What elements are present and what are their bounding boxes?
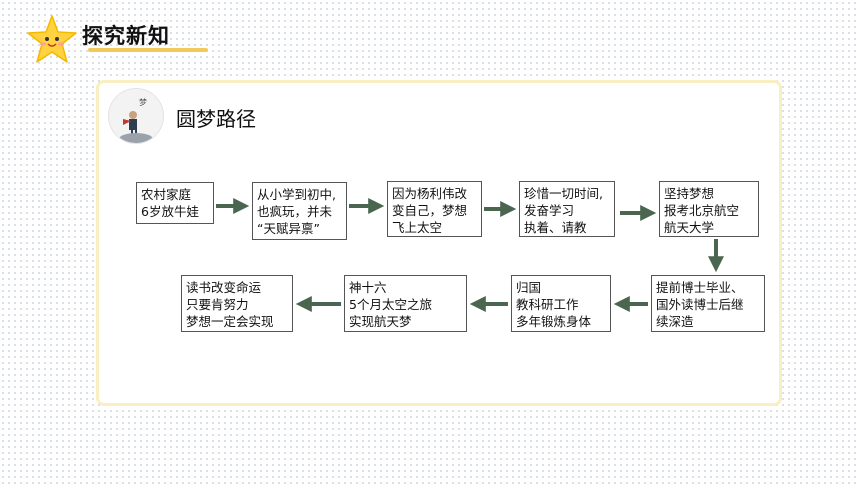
avatar: 梦 [108, 88, 164, 144]
astronaut-illustration-icon: 梦 [109, 89, 163, 143]
flow-step-1: 农村家庭 6岁放牛娃 [136, 182, 214, 224]
card-title: 圆梦路径 [176, 107, 256, 131]
star-mascot-icon [27, 15, 77, 63]
flow-step-3: 因为杨利伟改 变自己，梦想 飞上太空 [387, 181, 482, 237]
flow-step-6: 提前博士毕业、 国外读博士后继 续深造 [651, 275, 765, 332]
flow-step-2: 从小学到初中, 也疯玩，并未 “天赋异禀” [252, 182, 347, 240]
title-underline [88, 48, 208, 52]
flow-step-8: 神十六 5个月太空之旅 实现航天梦 [344, 275, 467, 332]
flow-step-4: 珍惜一切时间, 发奋学习 执着、请教 [519, 181, 615, 237]
flow-step-5: 坚持梦想 报考北京航空 航天大学 [659, 181, 759, 237]
page-title: 探究新知 [82, 24, 170, 48]
avatar-caption: 梦 [139, 98, 147, 107]
flow-step-9: 读书改变命运 只要肯努力 梦想一定会实现 [181, 275, 293, 332]
flow-step-7: 归国 教科研工作 多年锻炼身体 [511, 275, 611, 332]
content-card [96, 80, 782, 406]
